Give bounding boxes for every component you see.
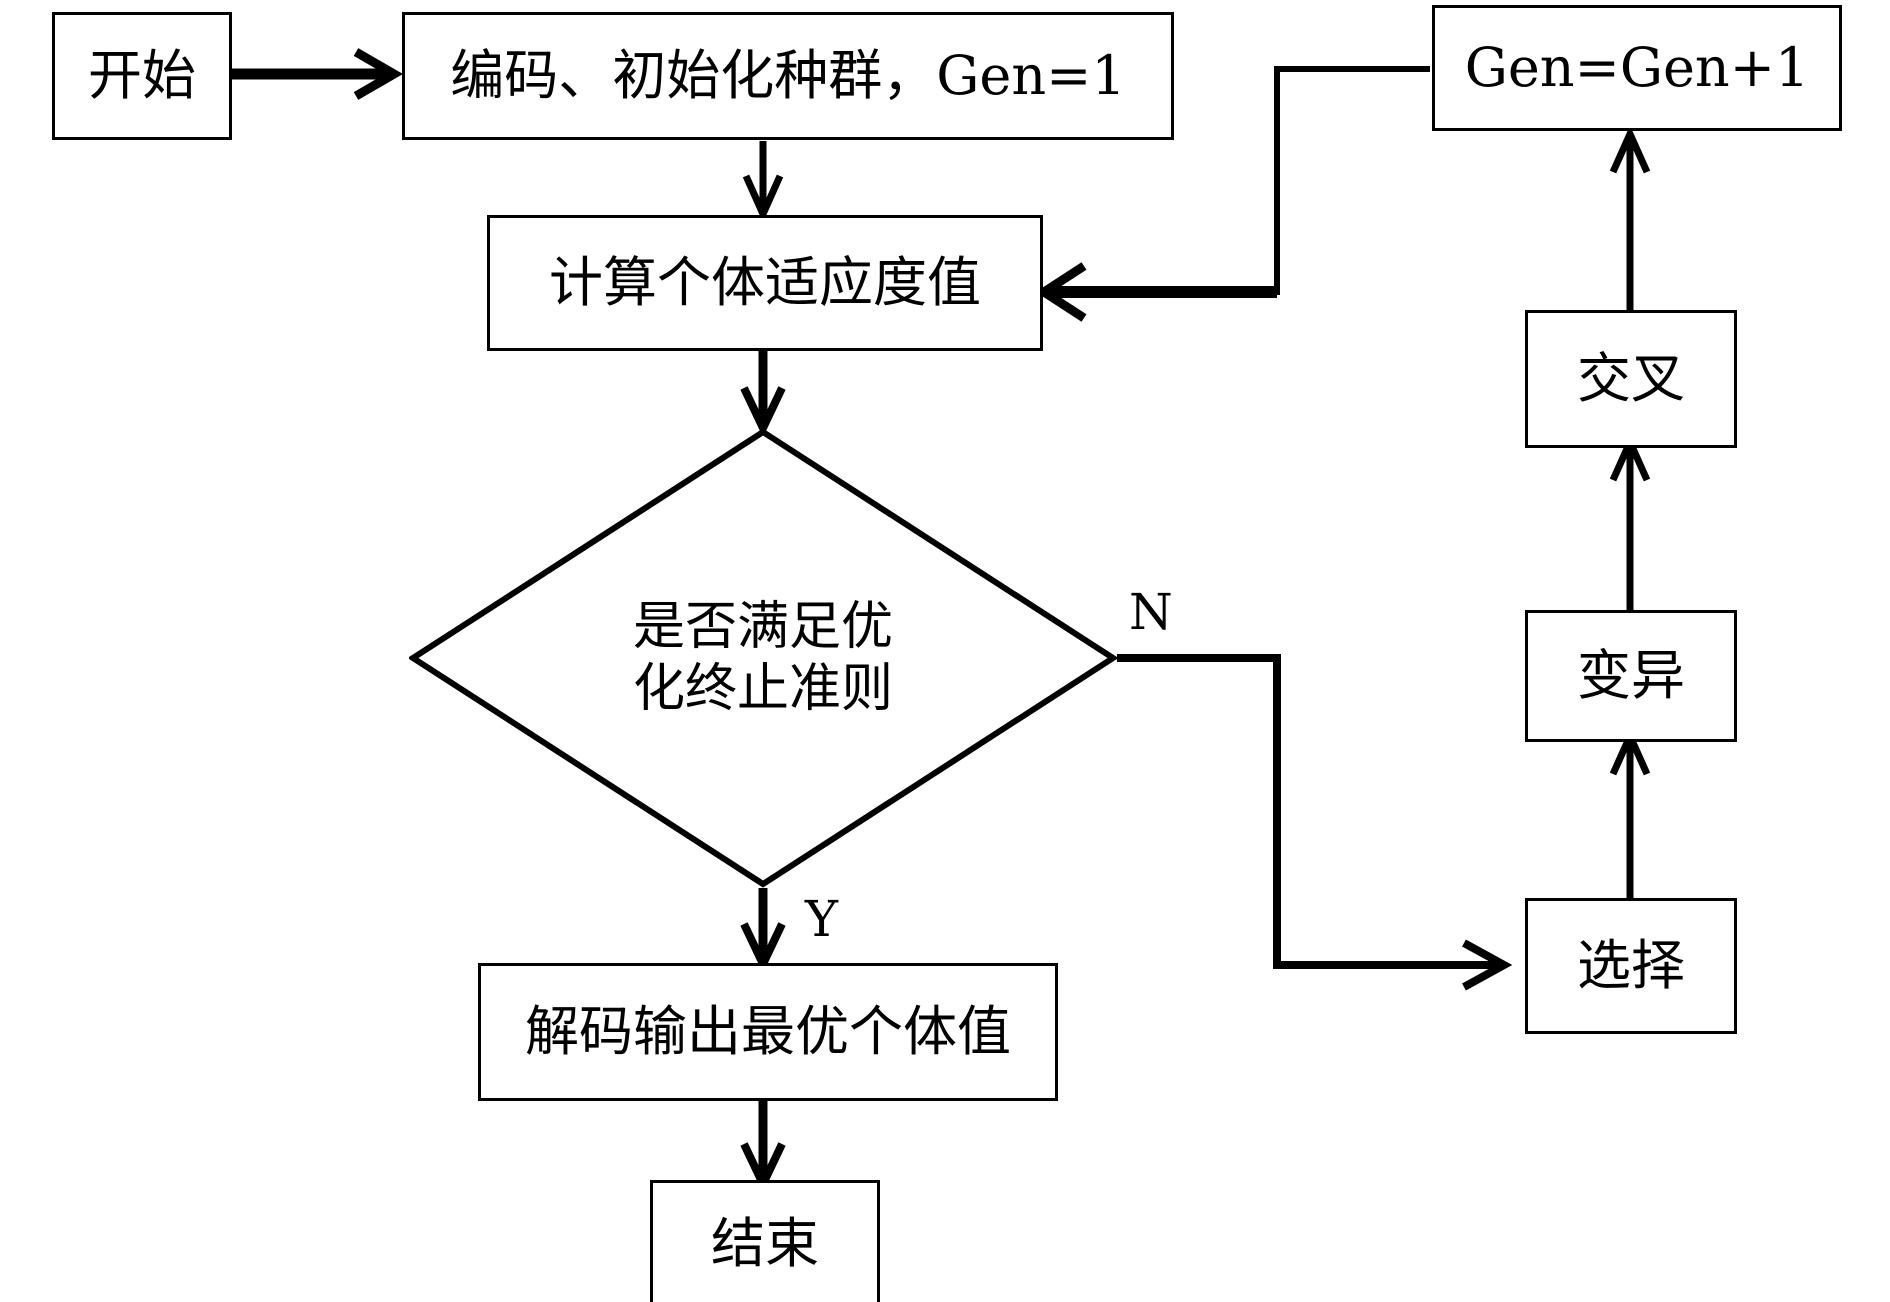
node-decision-label: 是否满足优 化终止准则	[632, 596, 893, 719]
node-decision[interactable]: 是否满足优 化终止准则	[409, 428, 1117, 888]
node-start-label: 开始	[88, 43, 196, 107]
edge-label-no: N	[1129, 583, 1173, 641]
node-start[interactable]: 开始	[52, 12, 232, 140]
edge-fitness-to-decision	[740, 351, 786, 438]
edge-decode-to-end	[740, 1101, 786, 1194]
edge-selection-to-mutation	[1609, 727, 1651, 898]
edge-encode-to-fitness	[742, 141, 784, 223]
node-crossover-label: 交叉	[1577, 346, 1685, 410]
node-gen-increment-label: Gen=Gen+1	[1464, 35, 1810, 99]
node-crossover[interactable]: 交叉	[1525, 310, 1737, 448]
node-selection[interactable]: 选择	[1525, 898, 1737, 1034]
edge-label-yes: Y	[805, 890, 839, 948]
node-mutation[interactable]: 变异	[1525, 610, 1737, 742]
node-selection-label: 选择	[1577, 933, 1685, 997]
node-decode-output[interactable]: 解码输出最优个体值	[478, 963, 1058, 1101]
edge-mutation-to-crossover	[1609, 433, 1651, 610]
edge-crossover-to-gen	[1609, 125, 1651, 310]
node-decode-output-label: 解码输出最优个体值	[525, 999, 1011, 1063]
edge-decision-no-to-selection	[1117, 654, 1513, 991]
node-fitness[interactable]: 计算个体适应度值	[487, 215, 1043, 351]
edge-gen-to-fitness	[1035, 66, 1430, 322]
node-encode-init[interactable]: 编码、初始化种群，Gen=1	[402, 12, 1174, 140]
node-fitness-label: 计算个体适应度值	[549, 250, 981, 314]
node-encode-init-label: 编码、初始化种群，Gen=1	[450, 43, 1126, 107]
edge-start-to-encode	[232, 48, 403, 100]
node-end-label: 结束	[711, 1211, 819, 1275]
node-mutation-label: 变异	[1577, 643, 1685, 707]
edge-decision-yes-to-decode	[740, 888, 786, 974]
node-end[interactable]: 结束	[650, 1180, 880, 1302]
node-gen-increment[interactable]: Gen=Gen+1	[1432, 5, 1842, 131]
